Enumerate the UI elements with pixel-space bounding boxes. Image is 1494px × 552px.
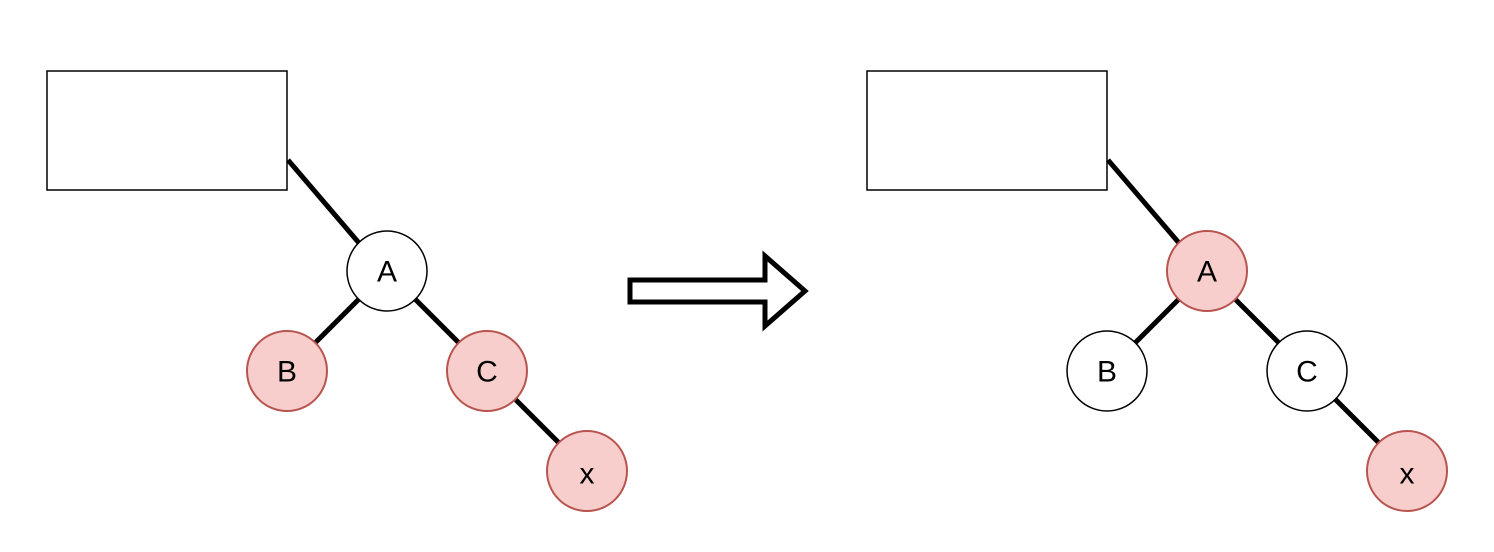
node-b-label: B [1097, 356, 1117, 389]
edge-parent-a [286, 158, 361, 245]
node-a-label: A [377, 256, 397, 289]
edge-c-x [513, 397, 561, 445]
node-b-label: B [277, 356, 297, 389]
edge-a-c [1233, 297, 1281, 345]
after-tree: A B C x [866, 70, 1448, 512]
parent-subtree-box [46, 70, 288, 191]
node-a [1166, 230, 1248, 312]
node-x [546, 430, 628, 512]
node-a [346, 230, 428, 312]
edge-a-b [1133, 297, 1181, 345]
edge-c-x [1333, 397, 1381, 445]
edge-a-b [313, 297, 361, 345]
edge-a-c [413, 297, 461, 345]
node-x-label: x [1400, 458, 1415, 491]
node-c-label: C [1296, 356, 1318, 389]
node-x-label: x [580, 458, 595, 491]
before-tree: A B C x [46, 70, 628, 512]
node-b [246, 330, 328, 412]
node-c [1266, 330, 1348, 412]
edge-parent-a [1106, 158, 1181, 245]
node-x [1366, 430, 1448, 512]
parent-subtree-box [866, 70, 1108, 191]
right-arrow-icon [627, 250, 809, 332]
node-c [446, 330, 528, 412]
node-c-label: C [476, 356, 498, 389]
node-a-label: A [1197, 256, 1217, 289]
node-b [1066, 330, 1148, 412]
